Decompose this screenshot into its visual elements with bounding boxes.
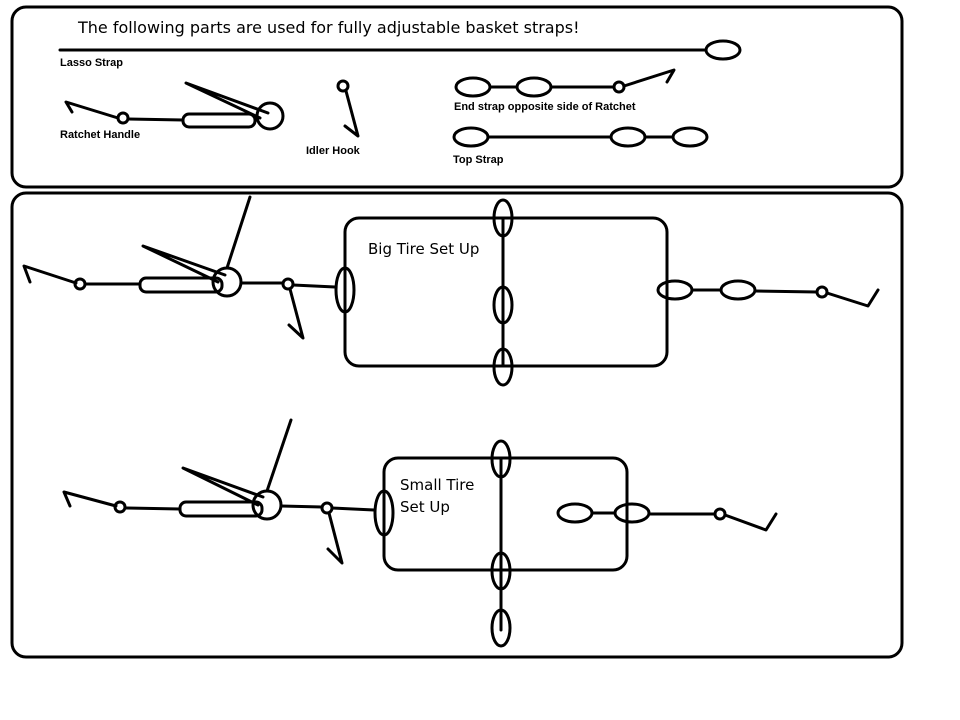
small-tire-setup [62, 418, 778, 648]
lasso-strap-label: Lasso Strap [60, 57, 123, 69]
idler-hook-label: Idler Hook [306, 145, 361, 157]
idler-hook [336, 79, 360, 138]
ratchet-handle-label: Ratchet Handle [60, 129, 140, 141]
end-strap-label: End strap opposite side of Ratchet [454, 101, 636, 113]
big-tire-basket [343, 216, 669, 368]
big-tire-setup [22, 195, 880, 387]
small-tire-label-line1: Small Tire [400, 476, 474, 494]
big-tire-label: Big Tire Set Up [368, 240, 479, 258]
small-tire-basket [382, 456, 629, 572]
small-tire-label-line2: Set Up [400, 498, 450, 516]
legend-title: The following parts are used for fully a… [77, 18, 580, 37]
top-strap-label: Top Strap [453, 154, 504, 166]
legend-panel [10, 5, 904, 189]
setup-panel [10, 191, 904, 659]
end-strap [454, 68, 676, 98]
top-strap [452, 126, 709, 148]
ratchet-handle [64, 81, 285, 131]
lasso-strap [58, 39, 742, 61]
